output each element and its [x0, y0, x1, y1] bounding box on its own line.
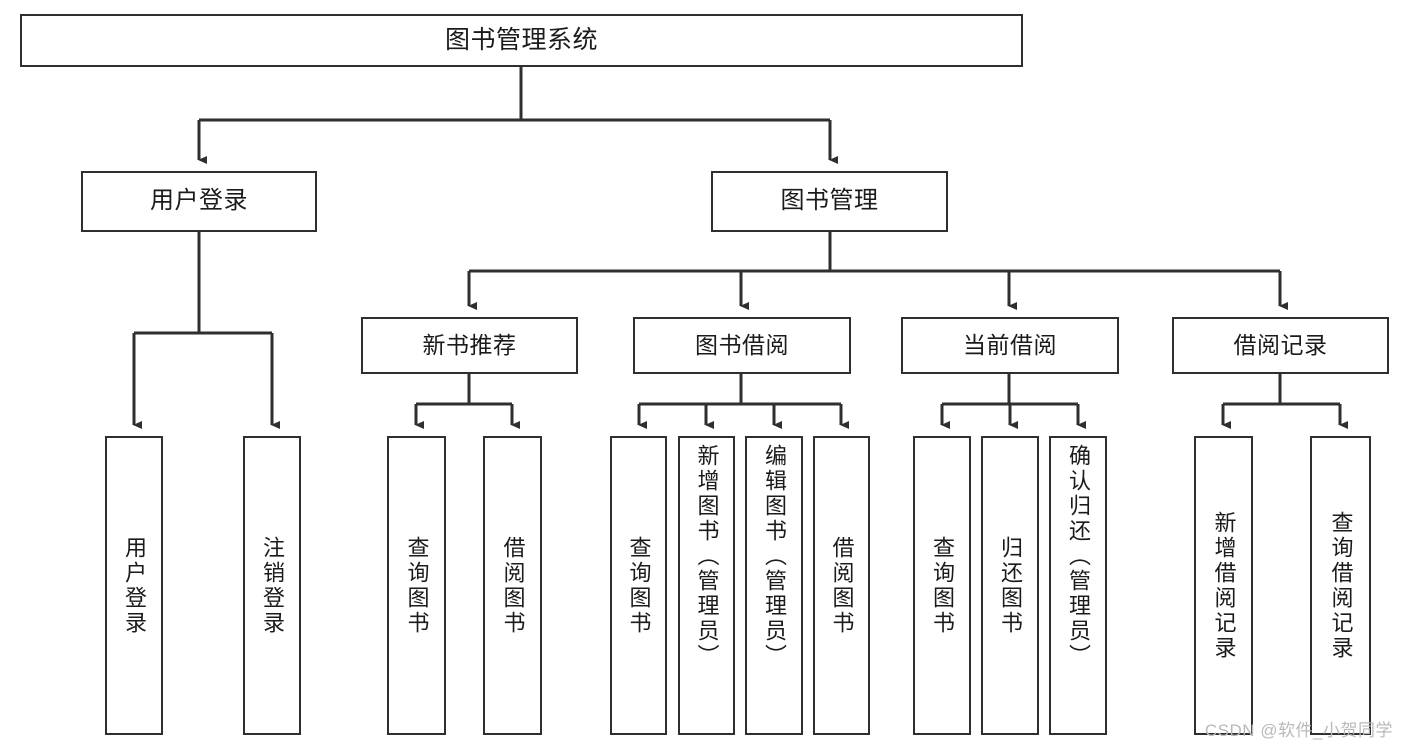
node-leaf-borrow-book-label: 借阅图书: [829, 535, 855, 636]
node-user-login-label: 用户登录: [150, 187, 248, 215]
node-leaf-edit-book-label: 编辑图书（管理员）: [761, 444, 787, 669]
node-leaf-add-record[interactable]: 新增借阅记录: [1194, 436, 1253, 735]
node-leaf-add-record-label: 新增借阅记录: [1211, 510, 1237, 661]
node-borrow-record-label: 借阅记录: [1233, 331, 1328, 358]
node-user-login[interactable]: 用户登录: [81, 171, 317, 232]
node-leaf-return-book[interactable]: 归还图书: [981, 436, 1039, 735]
node-new-book-recommend[interactable]: 新书推荐: [361, 317, 578, 374]
node-leaf-query-book-borrow[interactable]: 查询图书: [610, 436, 667, 735]
node-leaf-return-book-label: 归还图书: [997, 535, 1023, 636]
node-leaf-user-login[interactable]: 用户登录: [105, 436, 163, 735]
node-leaf-borrow-book-rec[interactable]: 借阅图书: [483, 436, 542, 735]
node-leaf-user-logout[interactable]: 注销登录: [243, 436, 301, 735]
node-leaf-add-book-label: 新增图书（管理员）: [694, 444, 720, 669]
node-leaf-add-book[interactable]: 新增图书（管理员）: [678, 436, 735, 735]
node-leaf-query-book-borrow-label: 查询图书: [626, 535, 652, 636]
node-leaf-query-book-cur[interactable]: 查询图书: [913, 436, 971, 735]
node-leaf-confirm-return-label: 确认归还（管理员）: [1065, 444, 1091, 669]
node-book-manage[interactable]: 图书管理: [711, 171, 948, 232]
node-leaf-query-record[interactable]: 查询借阅记录: [1310, 436, 1371, 735]
node-leaf-query-record-label: 查询借阅记录: [1328, 510, 1354, 661]
node-root[interactable]: 图书管理系统: [20, 14, 1023, 67]
node-root-label: 图书管理系统: [444, 25, 598, 54]
node-leaf-confirm-return[interactable]: 确认归还（管理员）: [1049, 436, 1107, 735]
node-borrow-record[interactable]: 借阅记录: [1172, 317, 1389, 374]
node-book-manage-label: 图书管理: [780, 187, 879, 215]
node-leaf-user-login-label: 用户登录: [121, 535, 147, 636]
node-leaf-user-logout-label: 注销登录: [259, 535, 285, 636]
node-book-borrow-label: 图书借阅: [695, 331, 789, 358]
node-leaf-edit-book[interactable]: 编辑图书（管理员）: [745, 436, 803, 735]
node-current-borrow-label: 当前借阅: [963, 331, 1057, 358]
node-book-borrow[interactable]: 图书借阅: [633, 317, 851, 374]
node-leaf-query-book-rec-label: 查询图书: [404, 535, 430, 636]
node-leaf-borrow-book-rec-label: 借阅图书: [500, 535, 526, 636]
node-leaf-query-book-rec[interactable]: 查询图书: [387, 436, 446, 735]
csdn-watermark: CSDN @软件_小贺同学: [1204, 721, 1393, 740]
node-current-borrow[interactable]: 当前借阅: [901, 317, 1119, 374]
node-leaf-borrow-book[interactable]: 借阅图书: [813, 436, 870, 735]
node-leaf-query-book-cur-label: 查询图书: [929, 535, 955, 636]
node-new-book-recommend-label: 新书推荐: [422, 331, 517, 358]
